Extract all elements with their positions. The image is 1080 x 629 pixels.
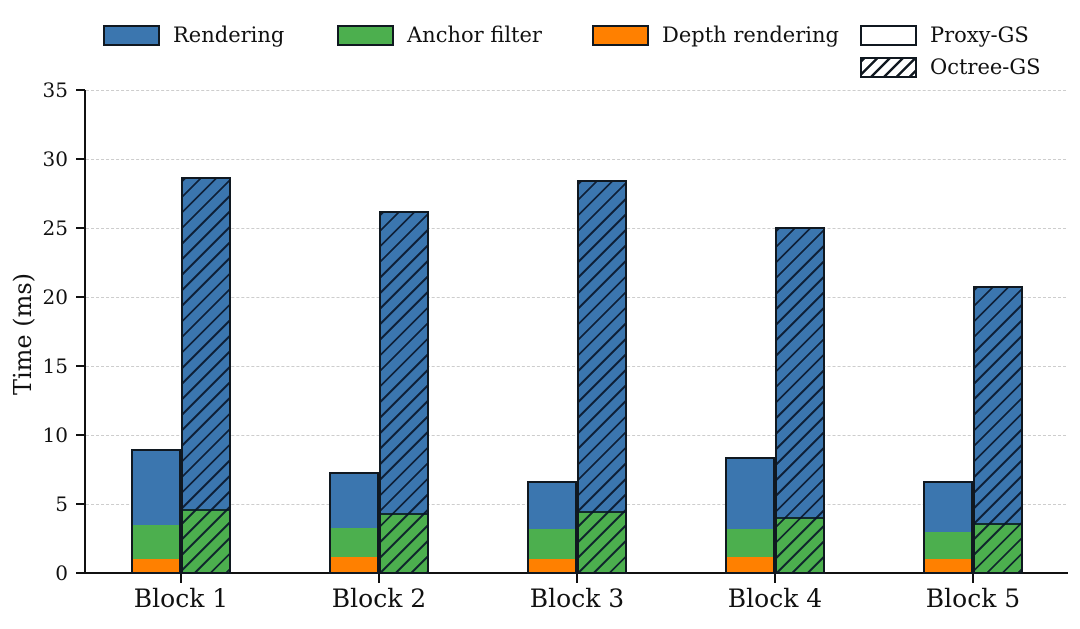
legend-label: Rendering [173,23,285,47]
y-tick-20 [76,296,85,298]
bar-octree-gs-block-2 [379,211,429,574]
x-tick-label-4: Block 4 [727,584,823,613]
segment-depth-rendering [331,557,377,572]
legend-item-octree-gs: Octree-GS [860,55,1041,79]
bar-octree-gs-block-3 [577,179,627,574]
legend-item-proxy-gs: Proxy-GS [860,23,1029,47]
y-tick-0 [76,572,85,574]
bar-octree-gs-block-1 [181,176,231,574]
legend-item-depth-rendering: Depth rendering [592,23,839,47]
segment-anchor-filter [381,512,427,572]
gridline-y-15 [86,366,1066,367]
segment-rendering [183,178,229,509]
y-tick-label-5: 5 [55,492,68,516]
segment-rendering [579,181,625,512]
y-tick-label-0: 0 [55,561,68,585]
y-axis-spine [84,90,86,574]
proxy-gs-swatch [860,24,917,46]
segment-rendering [727,459,773,529]
x-tick-label-1: Block 1 [133,584,229,613]
segment-rendering [331,474,377,528]
bar-octree-gs-block-5 [973,285,1023,574]
segment-rendering [777,228,823,517]
bar-proxy-gs-block-1 [131,448,181,574]
legend-label: Octree-GS [930,55,1041,79]
segment-rendering [133,450,179,525]
y-tick-5 [76,503,85,505]
segment-anchor-filter [579,511,625,572]
segment-depth-rendering [529,558,575,572]
x-tick-3 [576,574,578,583]
segment-anchor-filter [727,528,773,558]
y-tick-10 [76,434,85,436]
segment-depth-rendering [727,557,773,572]
segment-rendering [975,287,1021,523]
legend-label: Depth rendering [662,23,839,47]
gridline-y-35 [86,90,1066,91]
segment-rendering [381,213,427,513]
x-tick-label-2: Block 2 [331,584,427,613]
x-tick-label-5: Block 5 [925,584,1021,613]
gridline-y-10 [86,435,1066,436]
segment-anchor-filter [183,508,229,572]
legend-item-anchor-filter: Anchor filter [337,23,542,47]
y-tick-label-15: 15 [42,354,68,378]
depth-rendering-swatch [592,24,649,46]
y-tick-15 [76,365,85,367]
gridline-y-20 [86,297,1066,298]
rendering-swatch [103,24,160,46]
y-tick-35 [76,89,85,91]
segment-anchor-filter [529,529,575,559]
octree-gs-swatch [860,56,917,78]
x-tick-5 [972,574,974,583]
gridline-y-30 [86,159,1066,160]
x-tick-4 [774,574,776,583]
legend-label: Anchor filter [407,23,542,47]
segment-rendering [925,482,971,532]
bar-proxy-gs-block-5 [923,480,973,574]
bar-proxy-gs-block-4 [725,457,775,574]
y-tick-label-20: 20 [42,285,68,309]
y-axis-title: Time (ms) [9,272,37,396]
gridline-y-25 [86,228,1066,229]
segment-depth-rendering [925,558,971,572]
y-tick-30 [76,158,85,160]
legend-label: Proxy-GS [930,23,1029,47]
bar-octree-gs-block-4 [775,226,825,574]
y-tick-25 [76,227,85,229]
x-tick-label-3: Block 3 [529,584,625,613]
segment-rendering [529,482,575,530]
y-tick-label-35: 35 [42,78,68,102]
x-tick-1 [180,574,182,583]
segment-anchor-filter [133,524,179,559]
bar-proxy-gs-block-2 [329,472,379,574]
bar-proxy-gs-block-3 [527,480,577,574]
y-tick-label-25: 25 [42,216,68,240]
legend-item-rendering: Rendering [103,23,284,47]
x-tick-2 [378,574,380,583]
segment-anchor-filter [777,516,823,572]
segment-anchor-filter [975,522,1021,572]
y-tick-label-10: 10 [42,423,68,447]
anchor-filter-swatch [337,24,394,46]
segment-anchor-filter [925,531,971,559]
segment-depth-rendering [133,558,179,572]
segment-anchor-filter [331,527,377,558]
y-tick-label-30: 30 [42,147,68,171]
